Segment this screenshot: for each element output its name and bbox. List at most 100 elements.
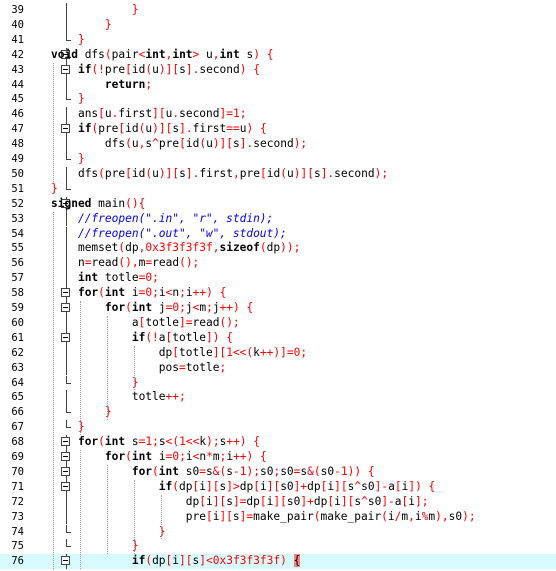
- fold-toggle-icon[interactable]: [30, 122, 70, 138]
- line-number: 76: [11, 555, 24, 568]
- code-line-64[interactable]: 64 }: [0, 375, 556, 391]
- line-number: 51: [11, 182, 24, 195]
- code-line-46[interactable]: 46 ans[u.first][u.second]=1;: [0, 107, 556, 123]
- code-line-39[interactable]: 39 }: [0, 3, 556, 18]
- code-line-72[interactable]: 72 dp[i][s]=dp[i][s0]+dp[i][s^s0]-a[i];: [0, 494, 556, 510]
- code-line-73[interactable]: 73 pre[i][s]=make_pair(make_pair(i/m,i%m…: [0, 509, 556, 525]
- fold-line-marker: [30, 92, 71, 107]
- line-number: 46: [11, 108, 24, 121]
- code-line-66[interactable]: 66 }: [0, 405, 556, 420]
- code-line-54[interactable]: 54 //freopen(".out", "w", stdout);: [0, 226, 556, 242]
- line-number: 49: [11, 153, 24, 165]
- fold-toggle-icon[interactable]: [30, 330, 70, 346]
- code-line-74[interactable]: 74 }: [0, 524, 556, 540]
- fold-line-marker: [30, 271, 67, 287]
- code-line-49[interactable]: 49 }: [0, 152, 556, 167]
- code-line-63[interactable]: 63 pos=totle;: [0, 360, 556, 376]
- code-text: }: [77, 152, 85, 165]
- code-line-47[interactable]: 47 if(pre[id(u)][s].first==u) {: [0, 122, 556, 138]
- code-text: }: [77, 92, 85, 106]
- fold-toggle-icon[interactable]: [30, 196, 70, 212]
- fold-toggle-icon[interactable]: [30, 554, 70, 570]
- fold-line-marker: [30, 3, 67, 18]
- line-number: 75: [11, 540, 24, 553]
- line-number: 65: [11, 391, 24, 404]
- code-line-58[interactable]: 58 for(int i=0;i<n;i++) {: [0, 286, 556, 302]
- code-text: int totle=0;: [77, 271, 159, 285]
- line-number: 59: [11, 302, 24, 314]
- code-text: }: [158, 524, 166, 538]
- code-line-65[interactable]: 65 totle++;: [0, 390, 556, 406]
- fold-toggle-icon[interactable]: [30, 435, 70, 451]
- fold-line-marker: [30, 166, 67, 182]
- line-number: 53: [11, 212, 24, 225]
- line-number: 48: [11, 138, 24, 151]
- code-text: return;: [104, 77, 153, 91]
- line-number: 61: [11, 331, 24, 344]
- line-number: 62: [11, 346, 24, 359]
- line-number: 60: [11, 316, 24, 329]
- code-line-56[interactable]: 56 n=read(),m=read();: [0, 256, 556, 272]
- code-line-48[interactable]: 48 dfs(u,s^pre[id(u)][s].second);: [0, 137, 556, 152]
- line-number: 56: [11, 257, 24, 270]
- line-number: 68: [11, 436, 24, 449]
- fold-line-marker: [30, 77, 67, 93]
- fold-line-marker: [30, 539, 71, 554]
- fold-line-marker: [30, 152, 71, 167]
- code-line-76[interactable]: 76 if(dp[i][s]<0x3f3f3f3f) {: [0, 554, 556, 570]
- code-line-69[interactable]: 69 for(int i=0;i<n*m;i++) {: [0, 450, 556, 465]
- code-line-75[interactable]: 75 }: [0, 539, 556, 554]
- code-text: if(pre[id(u)][s].first==u) {: [77, 122, 267, 136]
- code-line-67[interactable]: 67 }: [0, 420, 556, 435]
- code-line-43[interactable]: 43 if(!pre[id(u)][s].second) {: [0, 62, 556, 78]
- code-text: }: [131, 375, 139, 389]
- code-text: dp[totle][1<<(k++)]=0;: [158, 345, 308, 359]
- fold-toggle-icon[interactable]: [30, 464, 70, 480]
- code-line-41[interactable]: 41 }: [0, 32, 556, 48]
- code-line-44[interactable]: 44 return;: [0, 77, 556, 93]
- line-number: 42: [11, 48, 24, 61]
- code-line-53[interactable]: 53 //freopen(".in", "r", stdin);: [0, 211, 556, 227]
- fold-toggle-icon[interactable]: [30, 47, 70, 63]
- code-line-59[interactable]: 59 for(int j=0;j<m;j++) {: [0, 301, 556, 316]
- line-number: 55: [11, 242, 24, 255]
- code-text: //freopen(".in", "r", stdin);: [77, 211, 274, 225]
- code-text: for(int s=1;s<(1<<k);s++) {: [77, 435, 261, 449]
- fold-toggle-icon[interactable]: [30, 62, 70, 78]
- fold-toggle-icon[interactable]: [30, 479, 70, 495]
- line-number: 57: [11, 272, 24, 285]
- code-line-45[interactable]: 45 }: [0, 92, 556, 107]
- code-line-68[interactable]: 68 for(int s=1;s<(1<<k);s++) {: [0, 435, 556, 451]
- code-text: if(dp[i][s]<0x3f3f3f3f) {: [131, 554, 301, 568]
- code-text: pre[i][s]=make_pair(make_pair(i/m,i%m),s…: [185, 509, 476, 523]
- fold-toggle-icon[interactable]: [30, 450, 70, 465]
- fold-line-marker: [30, 509, 67, 525]
- code-line-61[interactable]: 61 if(!a[totle]) {: [0, 330, 556, 346]
- code-line-50[interactable]: 50 dfs(pre[id(u)][s].first,pre[id(u)][s]…: [0, 166, 556, 182]
- fold-line-marker: [30, 226, 67, 242]
- fold-toggle-icon[interactable]: [30, 286, 70, 302]
- fold-toggle-icon[interactable]: [30, 301, 70, 316]
- code-line-51[interactable]: 51}: [0, 181, 556, 197]
- code-text: for(int i=0;i<n*m;i++) {: [104, 450, 267, 463]
- fold-line-marker: [30, 345, 67, 361]
- code-line-62[interactable]: 62 dp[totle][1<<(k++)]=0;: [0, 345, 556, 361]
- line-number: 41: [11, 33, 24, 46]
- code-text: for(int j=0;j<m;j++) {: [104, 301, 254, 314]
- fold-line-marker: [30, 405, 71, 420]
- code-line-70[interactable]: 70 for(int s0=s&(s-1);s0;s0=s&(s0-1)) {: [0, 464, 556, 480]
- code-line-55[interactable]: 55 memset(dp,0x3f3f3f3f,sizeof(dp));: [0, 241, 556, 257]
- line-number: 40: [11, 18, 24, 31]
- code-text: for(int s0=s&(s-1);s0;s0=s&(s0-1)) {: [131, 464, 375, 478]
- code-text: }: [131, 539, 139, 553]
- fold-line-marker: [30, 390, 67, 406]
- code-line-57[interactable]: 57 int totle=0;: [0, 271, 556, 287]
- code-text: }: [51, 181, 58, 195]
- code-line-60[interactable]: 60 a[totle]=read();: [0, 315, 556, 331]
- line-number: 64: [11, 376, 24, 389]
- code-line-71[interactable]: 71 if(dp[i][s]>dp[i][s0]+dp[i][s^s0]-a[i…: [0, 479, 556, 495]
- code-line-40[interactable]: 40 }: [0, 17, 556, 33]
